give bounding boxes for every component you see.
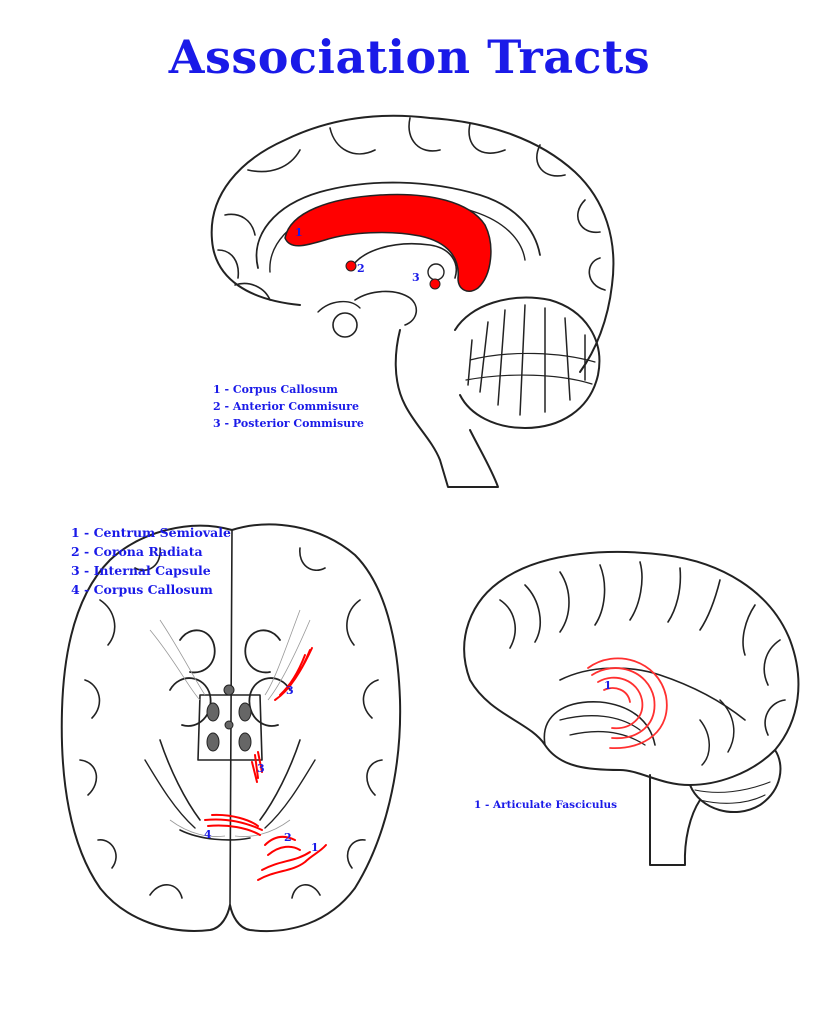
- sagittal-marker-3: 3: [412, 271, 420, 284]
- cortex-outline: [210, 114, 615, 373]
- sagittal-legend: 1 - Corpus Callosum 2 - Anterior Commisu…: [213, 381, 364, 432]
- legend-item: 1 - Articulate Fasciculus: [474, 799, 618, 811]
- posterior-commissure-tract: [429, 278, 441, 290]
- legend-item: 3 - Posterior Commisure: [213, 417, 364, 430]
- horizontal-marker-2: 2: [284, 831, 292, 844]
- legend-item: 1 - Corpus Callosum: [213, 383, 338, 396]
- legend-item: 4 - Corpus Callosum: [71, 582, 213, 597]
- legend-item: 2 - Corona Radiata: [71, 544, 203, 559]
- brainstem-outline: [649, 774, 701, 866]
- lateral-legend: 1 - Articulate Fasciculus: [474, 797, 617, 814]
- horizontal-marker-3b: 3: [257, 762, 265, 775]
- internal-capsule-tract-lower: [251, 751, 263, 783]
- sagittal-marker-2: 2: [357, 262, 365, 275]
- sagittal-brain-diagram: 1 2 3: [210, 114, 615, 488]
- corpus-callosum-tract: [284, 193, 492, 292]
- legend-item: 2 - Anterior Commisure: [213, 400, 359, 413]
- lateral-brain-diagram: 1: [463, 550, 800, 866]
- lateral-marker-1: 1: [604, 679, 612, 692]
- horizontal-marker-1: 1: [311, 841, 319, 854]
- sagittal-marker-1: 1: [295, 226, 303, 239]
- anterior-commissure-tract: [345, 260, 357, 272]
- legend-item: 1 - Centrum Semiovale: [71, 525, 231, 540]
- legend-item: 3 - Internal Capsule: [71, 563, 211, 578]
- internal-capsule-tract-upper: [274, 647, 313, 701]
- horizontal-section-diagram: 3 3 4 2 1: [60, 523, 402, 932]
- cerebellum-outline: [689, 749, 782, 814]
- cerebellum-outline: [454, 296, 601, 429]
- brainstem-outline: [394, 329, 499, 488]
- corpus-callosum-tract: [204, 813, 263, 836]
- centrum-semiovale-tract: [257, 844, 327, 881]
- horizontal-marker-3a: 3: [286, 684, 294, 697]
- horizontal-legend: 1 - Centrum Semiovale 2 - Corona Radiata…: [71, 523, 231, 599]
- page-title: Association Tracts: [168, 30, 651, 84]
- temporal-lobe: [543, 701, 656, 746]
- horizontal-marker-4: 4: [204, 828, 212, 841]
- corona-radiata-tract: [264, 835, 301, 856]
- cortex-outline: [463, 550, 800, 786]
- arcuate-fasciculus-tract: [597, 676, 644, 730]
